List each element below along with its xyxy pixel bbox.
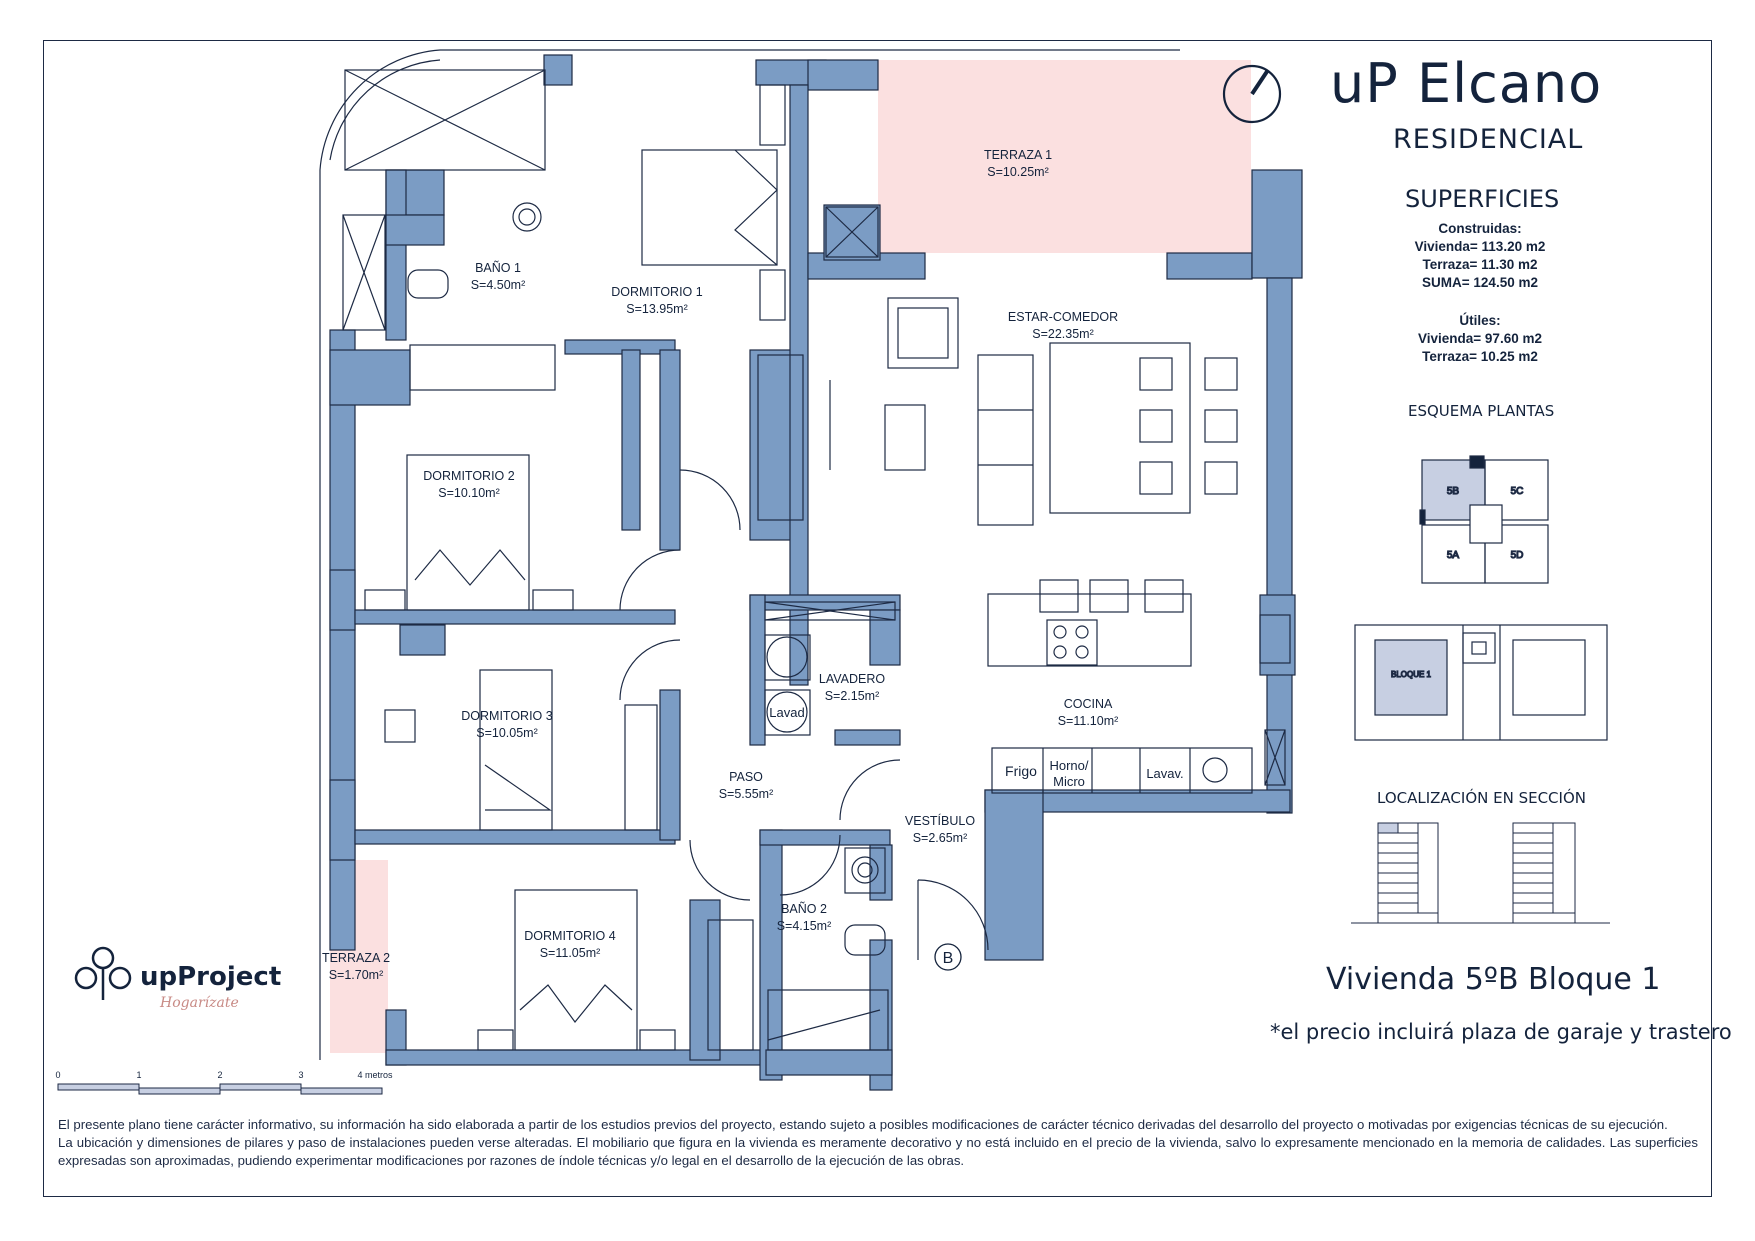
scale-tick-1: 1: [136, 1070, 141, 1080]
superficies-block: Construidas: Vivienda= 113.20 m2 Terraza…: [1380, 220, 1580, 366]
room-area-bano-2: S=4.15m²: [777, 919, 832, 933]
interior-lines: [319, 49, 1291, 1060]
brand-subtitle: RESIDENCIAL: [1393, 124, 1584, 155]
room-area-paso: S=5.55m²: [719, 787, 774, 801]
room-area-cocina: S=11.10m²: [1058, 714, 1119, 728]
seccion-diagram-left: [1377, 822, 1439, 924]
scale-tick-3: 3: [298, 1070, 303, 1080]
vivienda-label: Vivienda 5ºB Bloque 1: [1326, 962, 1661, 997]
room-area-dormitorio-1: S=13.95m²: [626, 302, 688, 316]
room-area-bano-1: S=4.50m²: [471, 278, 526, 292]
superficies-title: SUPERFICIES: [1405, 185, 1560, 213]
room-name-bano-2: BAÑO 2: [781, 902, 827, 916]
logo-tagline: Hogarízate: [160, 995, 239, 1011]
room-name-bano-1: BAÑO 1: [475, 261, 521, 275]
logo-name: upProject: [140, 962, 282, 992]
disclaimer: El presente plano tiene carácter informa…: [58, 1116, 1698, 1170]
room-name-dormitorio-2: DORMITORIO 2: [423, 469, 514, 483]
terraza-1-fill: [878, 60, 1251, 253]
construidas-suma: SUMA= 124.50 m2: [1422, 275, 1538, 290]
scale-bar: 0 1 2 3 4 metros: [55, 1070, 393, 1095]
unit-5c: 5C: [1511, 486, 1524, 497]
micro-label: Micro: [1053, 774, 1085, 789]
unit-5d: 5D: [1511, 550, 1524, 561]
appliance-labels: Frigo Horno/ Micro Lavav. Lavad: [769, 705, 1183, 789]
room-name-vestibulo: VESTÍBULO: [905, 813, 975, 828]
scale-tick-4: 4 metros: [357, 1070, 393, 1080]
precio-note: *el precio incluirá plaza de garaje y tr…: [1270, 1020, 1732, 1044]
room-name-dormitorio-3: DORMITORIO 3: [461, 709, 552, 723]
room-name-terraza-1: TERRAZA 1: [984, 148, 1052, 162]
construidas-vivienda: Vivienda= 113.20 m2: [1414, 239, 1546, 254]
esquema-plantas-title: ESQUEMA PLANTAS: [1408, 402, 1555, 420]
room-name-cocina: COCINA: [1064, 697, 1113, 711]
north-compass: [1222, 64, 1282, 124]
room-area-dormitorio-2: S=10.10m²: [438, 486, 500, 500]
seccion-diagram-right: [1512, 822, 1576, 924]
utiles-heading: Útiles:: [1459, 313, 1501, 328]
room-name-dormitorio-1: DORMITORIO 1: [611, 285, 702, 299]
bloque-label: BLOQUE 1: [1391, 670, 1432, 679]
disclaimer-paragraph-2: La ubicación y dimensiones de pilares y …: [58, 1135, 1698, 1168]
walls: [329, 54, 1303, 1091]
room-name-terraza-2: TERRAZA 2: [322, 951, 390, 965]
room-area-dormitorio-3: S=10.05m²: [476, 726, 538, 740]
room-area-vestibulo: S=2.65m²: [913, 831, 968, 845]
utiles-terraza: Terraza= 10.25 m2: [1422, 349, 1538, 364]
room-name-paso: PASO: [729, 770, 763, 784]
disclaimer-paragraph-1: El presente plano tiene carácter informa…: [58, 1117, 1668, 1132]
room-area-estar-comedor: S=22.35m²: [1032, 327, 1094, 341]
room-name-dormitorio-4: DORMITORIO 4: [524, 929, 615, 943]
construidas-heading: Construidas:: [1438, 221, 1522, 236]
unit-5b: 5B: [1447, 486, 1460, 497]
scale-tick-0: 0: [55, 1070, 60, 1080]
room-area-lavadero: S=2.15m²: [825, 689, 880, 703]
bloque-diagram: BLOQUE 1: [1354, 624, 1608, 741]
lavad-label: Lavad: [769, 705, 804, 720]
room-area-dormitorio-4: S=11.05m²: [540, 946, 601, 960]
drawing-frame: [43, 40, 1712, 1197]
esquema-plantas-diagram: 5B 5C 5A 5D: [1419, 455, 1549, 584]
unit-5a: 5A: [1447, 550, 1460, 561]
room-labels: TERRAZA 1 S=10.25m² BAÑO 1 S=4.50m² DORM…: [322, 148, 1118, 982]
localizacion-title: LOCALIZACIÓN EN SECCIÓN: [1377, 789, 1586, 807]
utiles-vivienda: Vivienda= 97.60 m2: [1418, 331, 1542, 346]
scale-tick-2: 2: [217, 1070, 222, 1080]
construidas-terraza: Terraza= 11.30 m2: [1422, 257, 1538, 272]
room-area-terraza-1: S=10.25m²: [987, 165, 1049, 179]
entrance-marker: B: [934, 943, 962, 971]
room-name-lavadero: LAVADERO: [819, 672, 886, 686]
upproject-logo-icon: [74, 946, 132, 1000]
horno-label: Horno/: [1049, 758, 1088, 773]
room-area-terraza-2: S=1.70m²: [329, 968, 384, 982]
entrance-letter: B: [943, 950, 954, 967]
room-name-estar-comedor: ESTAR-COMEDOR: [1008, 310, 1118, 324]
brand-title: uP Elcano: [1330, 52, 1603, 115]
lavav-label: Lavav.: [1146, 766, 1183, 781]
frigo-label: Frigo: [1005, 763, 1037, 779]
